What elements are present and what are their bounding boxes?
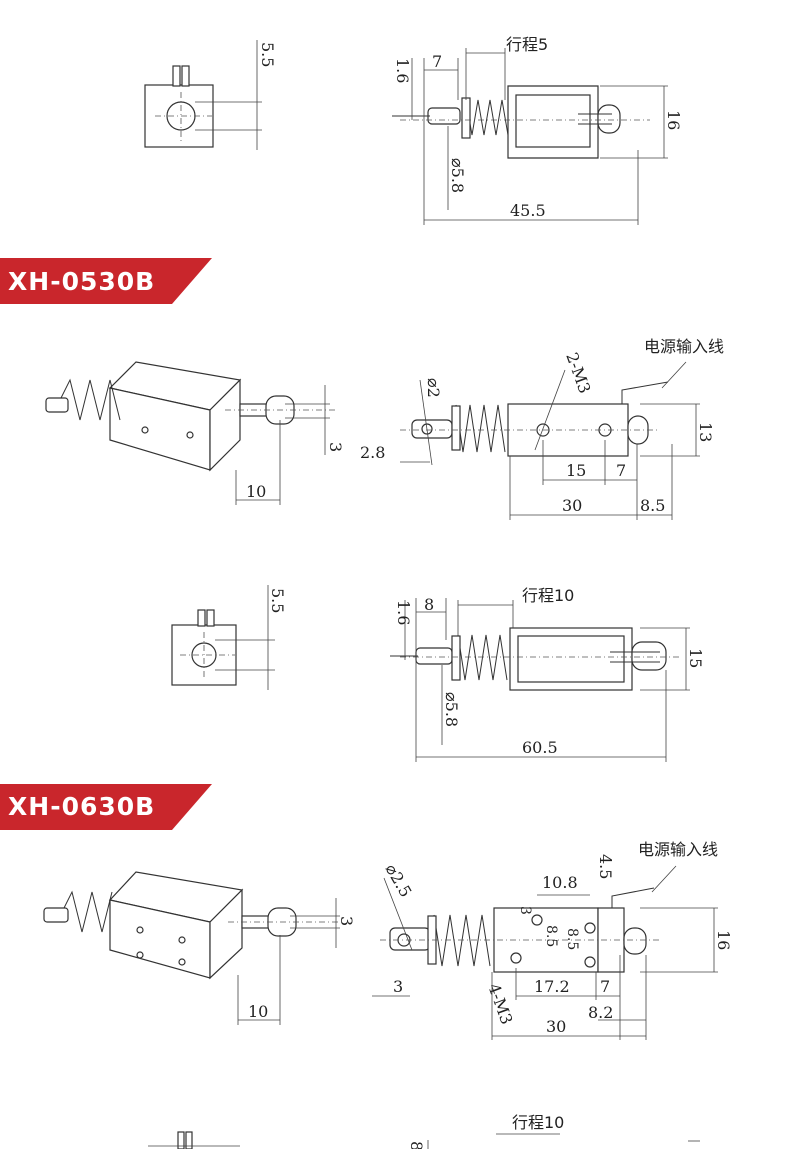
dim-pitch-b: 8.5 <box>564 928 580 950</box>
model-title: XH-0530B <box>8 267 155 296</box>
dim-rod-len: 3 <box>393 977 403 996</box>
dim-rod-offset: 8 <box>407 1141 426 1149</box>
partial-views: 行程10 8 <box>148 1113 700 1149</box>
wire <box>611 887 655 908</box>
iso-side <box>209 888 243 980</box>
dim-height: 16 <box>714 930 733 950</box>
dim-hole-gap: 17.2 <box>534 977 570 996</box>
dim-cap: 8.2 <box>588 1003 613 1022</box>
dim-body: 30 <box>546 1017 566 1036</box>
wire <box>621 381 669 404</box>
top-view-1: 电源输入线 ⌀2 2-M3 2.8 13 15 7 30 8.5 <box>360 337 724 520</box>
dim-hole-dia: ⌀2.5 <box>382 861 416 901</box>
dim-rod-dia: ⌀5.8 <box>448 158 467 193</box>
dim-hole-edge: 7 <box>616 461 626 480</box>
dim-length: 45.5 <box>510 201 546 220</box>
side-view-1: 行程5 7 1.6 16 ⌀5.8 45.5 <box>392 35 683 225</box>
spring-washer <box>461 97 471 139</box>
dim-height: 13 <box>696 422 715 442</box>
end-cap <box>597 104 621 134</box>
spring-washer <box>451 405 461 451</box>
dim-hole-gap: 15 <box>566 461 586 480</box>
dim-top-edge: 4.5 <box>596 854 615 879</box>
iso-view-1: 10 3 <box>45 361 345 505</box>
dim-thread: 2-M3 <box>562 350 594 396</box>
return-spring <box>465 99 509 136</box>
dim-top-gap: 10.8 <box>542 873 578 892</box>
top-view-2: 电源输入线 ⌀2.5 10.8 4.5 3 8.5 8.5 16 3 4-M3 … <box>372 840 733 1040</box>
plunger-rod <box>415 647 453 665</box>
coil <box>517 635 625 683</box>
dim-height: 15 <box>686 648 705 668</box>
dim-shoulder: 8 <box>424 595 434 614</box>
iso-view-2: 10 3 <box>43 871 356 1025</box>
dim-thread: 4-M3 <box>484 981 516 1027</box>
coil <box>515 94 591 148</box>
pin-left <box>172 65 181 87</box>
dim-hole-dia: ⌀2 <box>424 378 443 398</box>
dim-pin-offset: 5.5 <box>258 42 277 67</box>
dim-hole-edge: 7 <box>600 977 610 996</box>
dim-rod-offset: 1.6 <box>393 58 412 83</box>
plunger-rod <box>427 107 461 125</box>
dim-small-v: 3 <box>517 906 533 915</box>
end-cap <box>623 927 647 955</box>
dim-offset: 3 <box>326 442 345 452</box>
stroke-label: 行程10 <box>522 586 574 605</box>
model-banner-0630b: XH-0630B <box>0 784 212 830</box>
dim-rod-dia: ⌀5.8 <box>442 692 461 727</box>
end-cap <box>631 641 667 671</box>
iso-side <box>209 378 241 472</box>
dim-height: 16 <box>664 110 683 130</box>
wire-label: 电源输入线 <box>638 840 718 859</box>
stroke-label: 行程5 <box>506 35 548 54</box>
dim-rod-len: 2.8 <box>360 443 385 462</box>
end-view-2: 5.5 <box>171 585 287 690</box>
pin-right <box>181 65 190 87</box>
dim-body: 30 <box>562 496 582 515</box>
dim-pitch-a: 8.5 <box>543 925 559 947</box>
dim-plunger: 10 <box>248 1002 268 1021</box>
wire-label: 电源输入线 <box>644 337 724 356</box>
dim-rod-offset: 1.6 <box>394 600 413 625</box>
side-view-2: 行程10 8 1.6 15 ⌀5.8 60.5 <box>390 586 705 762</box>
end-view-1: 5.5 <box>144 40 277 150</box>
model-title: XH-0630B <box>8 792 155 821</box>
stroke-label: 行程10 <box>512 1113 564 1132</box>
dim-pin-offset: 5.5 <box>268 588 287 613</box>
dim-shoulder: 7 <box>432 52 442 71</box>
dim-length: 60.5 <box>522 738 558 757</box>
model-banner-0530b: XH-0530B <box>0 258 212 304</box>
dim-offset: 3 <box>337 916 356 926</box>
dim-plunger: 10 <box>246 482 266 501</box>
dim-cap: 8.5 <box>640 496 665 515</box>
